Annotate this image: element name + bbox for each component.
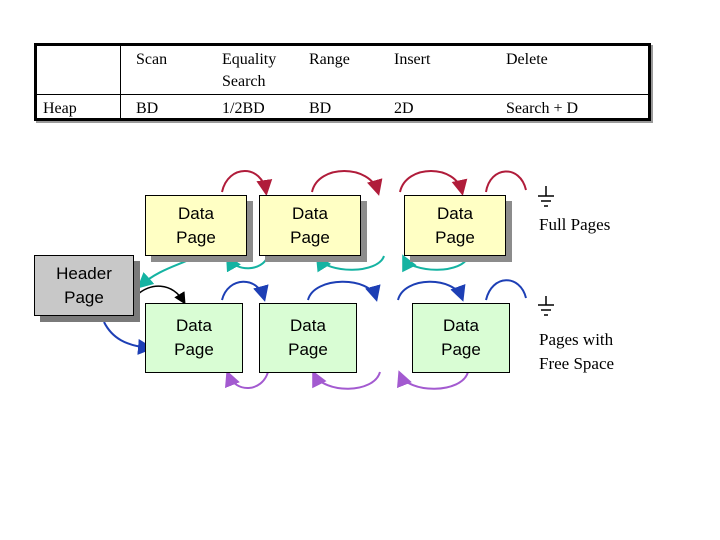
header-page-line2: Page (64, 287, 104, 307)
cell-range: BD (309, 100, 332, 117)
table-row-label-divider (120, 43, 121, 121)
legend-free-pages-line2: Free Space (539, 354, 615, 373)
free-list-next-arrow-1 (221, 280, 269, 302)
full-list-next-arrow-4 (485, 170, 527, 193)
header-to-full-arrow (137, 255, 197, 289)
free-data-page-1-line2: Page (174, 340, 214, 359)
null-pointer-ground-icon-full (538, 186, 554, 207)
row-label-heap: Heap (43, 100, 77, 117)
free-data-page-3-line2: Page (441, 340, 481, 359)
free-list-next-arrow-4 (485, 279, 527, 301)
free-data-page-1-line1: Data (176, 316, 212, 335)
full-data-page-1-line1: Data (178, 203, 214, 223)
free-list-prev-arrow-2 (312, 370, 381, 390)
full-data-page-3: Data Page (404, 195, 506, 256)
full-data-page-3-line2: Page (435, 227, 475, 247)
col-header-equality-search: Equality Search (222, 49, 276, 93)
free-data-page-2: Data Page (259, 303, 357, 373)
full-data-page-1-line2: Page (176, 227, 216, 247)
cell-scan: BD (136, 100, 159, 117)
full-data-page-2-line2: Page (290, 227, 330, 247)
col-header-insert: Insert (394, 51, 431, 68)
full-data-page-2: Data Page (259, 195, 361, 256)
full-list-next-arrow-3 (399, 170, 468, 196)
free-list-next-arrow-3 (397, 280, 466, 302)
full-list-next-arrow-1 (221, 170, 273, 196)
full-list-prev-arrow-1 (226, 254, 269, 273)
col-header-delete: Delete (506, 51, 548, 68)
free-data-page-2-line1: Data (290, 316, 326, 335)
free-data-page-1: Data Page (145, 303, 243, 373)
legend-free-pages-line1: Pages with (539, 330, 614, 349)
col-header-range: Range (309, 51, 350, 68)
free-list-prev-arrow-3 (397, 370, 469, 390)
col-header-equality-line2: Search (222, 73, 266, 90)
null-pointer-ground-icon-free (538, 296, 554, 316)
free-list-next-arrow-2 (307, 280, 381, 302)
cell-insert: 2D (394, 100, 414, 117)
col-header-equality-line1: Equality (222, 51, 277, 68)
full-list-next-arrow-2 (311, 170, 383, 196)
header-page-line1: Header (56, 263, 112, 283)
header-to-free-arrow (103, 321, 154, 355)
free-data-page-2-line2: Page (288, 340, 328, 359)
full-list-prev-arrow-3 (402, 254, 469, 273)
full-data-page-2-line1: Data (292, 203, 328, 223)
full-data-page-1: Data Page (145, 195, 247, 256)
col-header-scan: Scan (136, 51, 168, 68)
table-header-divider (34, 94, 651, 95)
cost-table (34, 43, 651, 121)
full-list-prev-arrow-2 (315, 254, 385, 273)
free-list-prev-arrow-1 (225, 370, 269, 389)
cell-delete: Search + D (506, 100, 579, 117)
legend-free-pages: Pages with Free Space (539, 328, 614, 376)
cell-equality-search: 1/2BD (222, 100, 265, 117)
header-page: Header Page (34, 255, 134, 316)
legend-full-pages: Full Pages (539, 215, 611, 234)
full-data-page-3-line1: Data (437, 203, 473, 223)
free-data-page-3: Data Page (412, 303, 510, 373)
free-data-page-3-line1: Data (443, 316, 479, 335)
header-to-free-black-arrow (135, 285, 186, 305)
